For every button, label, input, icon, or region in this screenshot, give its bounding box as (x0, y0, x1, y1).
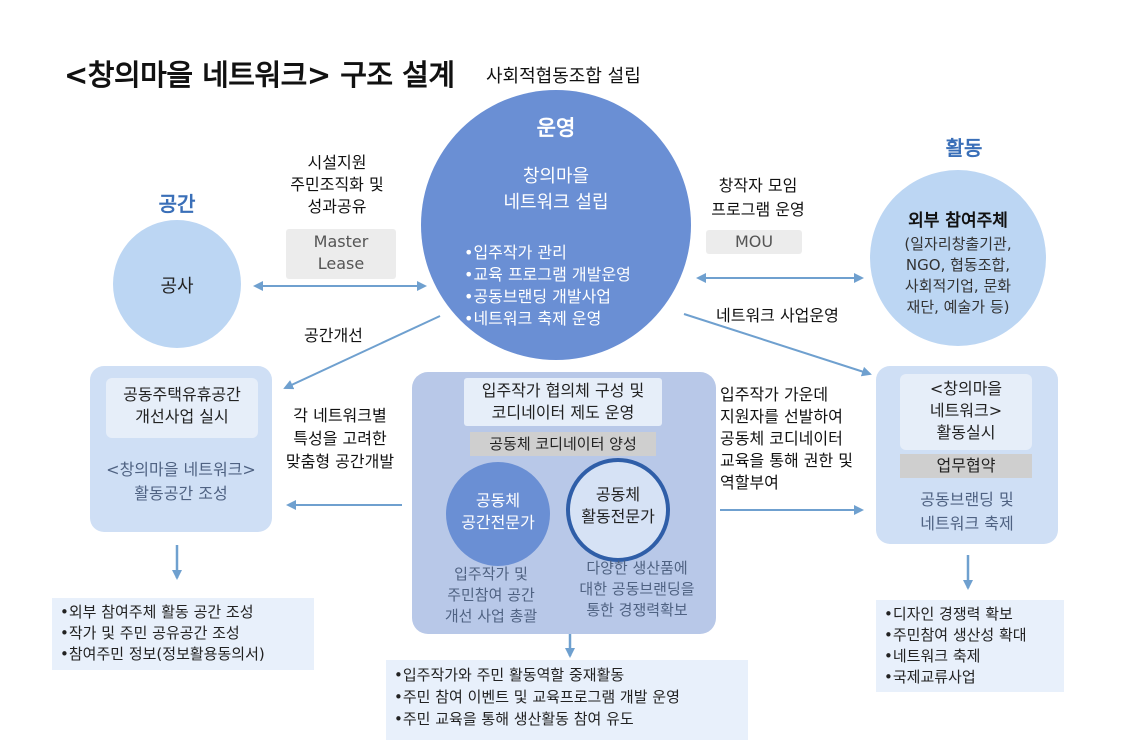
space-expert-text: 공동체 공간전문가 (461, 491, 535, 532)
mou-tag: MOU (706, 230, 802, 254)
operation-item: •공동브랜딩 개발사업 (464, 287, 612, 306)
operation-heading: 창의마을 네트워크 설립 (466, 164, 646, 216)
operation-item: •교육 프로그램 개발운영 (464, 265, 631, 284)
construction-circle (113, 220, 241, 348)
list-item: •국제교류사업 (884, 668, 976, 686)
list-item: •입주작가와 주민 활동역할 중재활동 (394, 666, 625, 684)
activity-space-text: <창의마을 네트워크> 활동공간 조성 (106, 460, 256, 503)
branding-festival-text: 공동브랜딩 및 네트워크 축제 (920, 490, 1014, 533)
operation-heading-line1: 창의마을 (522, 166, 590, 187)
operation-circle (421, 90, 691, 360)
operation-item: •네트워크 축제 운영 (464, 309, 602, 328)
space-expert-circle (446, 462, 550, 566)
arrow-main-to-right-panel (683, 313, 872, 377)
activity-expert-text: 공동체 활동전문가 (581, 485, 655, 526)
custom-space-note: 각 네트워크별 특성을 고려한 맞춤형 공간개발 (285, 406, 395, 471)
creator-meeting-label: 창작자 모임 프로그램 운영 (711, 176, 805, 219)
list-item: •참여주민 정보(정보활용동의서) (60, 645, 265, 663)
network-operation-label: 네트워크 사업운영 (716, 306, 839, 325)
operation-label: 운영 (536, 116, 576, 140)
network-activity-box: <창의마을 네트워크> 활동실시 (900, 374, 1032, 450)
operation-heading-line2: 네트워크 설립 (503, 192, 609, 213)
list-item: •디자인 경쟁력 확보 (884, 605, 1013, 623)
activity-label: 활동 (945, 136, 983, 160)
arrow-main-to-left-panel (283, 315, 441, 390)
coordinator-system-box: 입주작가 협의체 구성 및 코디네이터 제도 운영 (464, 378, 662, 426)
space-expert-caption: 입주작가 및 주민참여 공간 개선 사업 총괄 (444, 565, 538, 625)
coordinator-selection-note: 입주작가 가운데 지원자를 선발하여 공동체 코디네이터 교육을 통해 권한 및… (720, 385, 854, 492)
center-bullet-list: •입주작가와 주민 활동역할 중재활동 •주민 참여 이벤트 및 교육프로그램 … (386, 660, 748, 740)
external-participants-circle (870, 170, 1046, 346)
vacant-space-box: 공동주택유휴공간 개선사업 실시 (106, 378, 258, 438)
left-bullet-list: •외부 참여주체 활동 공간 조성 •작가 및 주민 공유공간 조성 •참여주민… (52, 598, 314, 670)
space-label: 공간 (158, 192, 196, 216)
facility-support-label: 시설지원 주민조직화 및 성과공유 (290, 153, 384, 216)
list-item: •주민 교육을 통해 생산활동 참여 유도 (394, 710, 634, 728)
construction-text: 공사 (160, 276, 194, 297)
space-improvement-label: 공간개선 (304, 326, 363, 345)
right-bullet-list: •디자인 경쟁력 확보 •주민참여 생산성 확대 •네트워크 축제 •국제교류사… (876, 600, 1064, 692)
operation-item: •입주작가 관리 (464, 243, 567, 262)
list-item: •외부 참여주체 활동 공간 조성 (60, 603, 254, 621)
coordinator-training-tag: 공동체 코디네이터 양성 (470, 432, 656, 456)
list-item: •작가 및 주민 공유공간 조성 (60, 624, 240, 642)
master-lease-tag: Master Lease (286, 229, 396, 279)
operation-items: •입주작가 관리 •교육 프로그램 개발운영 •공동브랜딩 개발사업 •네트워크… (464, 242, 631, 330)
external-participants-title: 외부 참여주체 (908, 211, 1008, 231)
page-subtitle: 사회적협동조합 설립 (486, 66, 641, 87)
business-agreement-tag: 업무협약 (900, 454, 1032, 478)
activity-expert-circle (566, 458, 670, 562)
list-item: •주민참여 생산성 확대 (884, 626, 1027, 644)
page-title: <창의마을 네트워크> 구조 설계 (64, 58, 455, 92)
list-item: •네트워크 축제 (884, 647, 981, 665)
list-item: •주민 참여 이벤트 및 교육프로그램 개발 운영 (394, 688, 680, 706)
activity-expert-caption: 다양한 생산품에 대한 공동브랜딩을 통한 경쟁력확보 (579, 559, 695, 619)
external-participants-list: (일자리창출기관, NGO, 협동조합, 사회적기업, 문화 재단, 예술가 등… (904, 235, 1012, 316)
